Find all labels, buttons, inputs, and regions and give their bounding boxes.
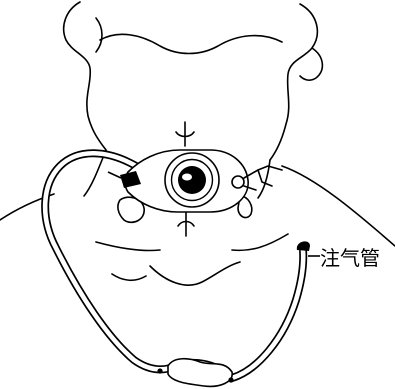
anatomy-outline xyxy=(0,2,395,285)
jaw-outline-right xyxy=(270,4,317,160)
tie-connector-right xyxy=(244,166,282,190)
balloon-joint-right xyxy=(228,377,233,382)
flange-eyelet-right xyxy=(232,176,244,188)
ear-detail-right xyxy=(300,48,322,80)
trachea-mark-top xyxy=(176,122,194,146)
ear-detail-left xyxy=(96,18,102,52)
chest-line-left xyxy=(112,274,146,280)
inflation-balloon xyxy=(168,359,232,387)
pilot-balloon-cap xyxy=(297,241,310,251)
balloon-joint-left xyxy=(157,368,162,373)
shoulder-right xyxy=(282,166,395,246)
cannula-highlight xyxy=(182,174,192,181)
tube-stub-left xyxy=(108,172,121,178)
inflation-tube-label: 注气管 xyxy=(320,246,380,270)
chin-outline xyxy=(100,34,282,53)
clavicle-left xyxy=(96,242,160,251)
clavicle-right xyxy=(232,234,288,250)
trachea-mark-bottom xyxy=(178,212,194,236)
sternal-notch xyxy=(150,262,240,285)
cannula-opening xyxy=(178,166,206,194)
